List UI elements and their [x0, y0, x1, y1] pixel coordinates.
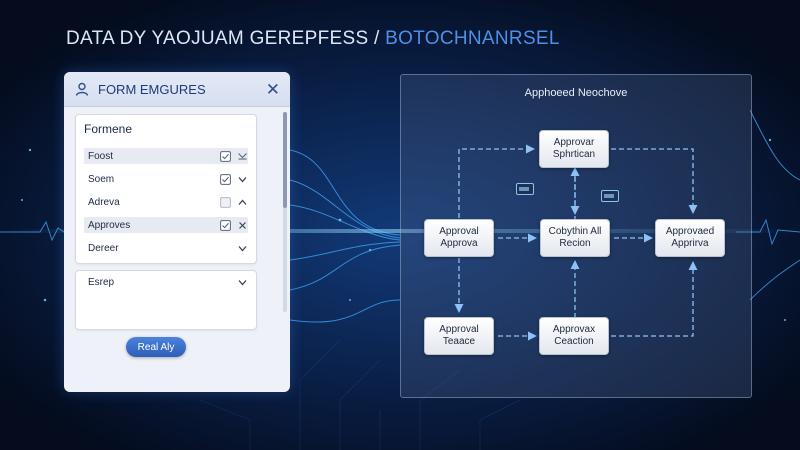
node-line1: Approval: [439, 324, 479, 335]
scrollbar-thumb[interactable]: [283, 112, 287, 208]
user-icon: [75, 82, 89, 96]
page-title: DATA DY YAOJUAM GEREPFESS / BOTOCHNANRSE…: [66, 28, 560, 50]
checkbox-icon[interactable]: [220, 196, 231, 208]
checkbox-icon[interactable]: [220, 219, 231, 231]
row-label: Foost: [88, 150, 114, 162]
chevron-down-icon[interactable]: [237, 174, 248, 185]
form-panel: FORM EMGURES ✕ Formene Foost Soem Adreva…: [64, 72, 290, 392]
chevron-down-icon[interactable]: [237, 243, 248, 254]
form-row[interactable]: Soem: [84, 171, 248, 187]
diagram-title: Apphoeed Neochove: [524, 87, 628, 99]
connector: [458, 144, 535, 218]
form-row[interactable]: Approves: [84, 217, 248, 233]
panel-header: FORM EMGURES ✕: [64, 72, 290, 107]
close-icon[interactable]: ✕: [265, 79, 280, 99]
form-row[interactable]: Dereer: [84, 240, 248, 256]
form-card: Formene Foost Soem Adreva Approves Deree…: [75, 114, 257, 264]
node-line2: Approva: [440, 238, 478, 249]
node-line2: Recion: [559, 238, 591, 249]
connector: [611, 148, 698, 214]
node-line1: Approvaed: [665, 226, 715, 237]
node-line1: Cobythin All: [548, 226, 602, 237]
chevron-up-icon[interactable]: [237, 197, 248, 208]
row-label: Dereer: [88, 242, 119, 254]
device-icon: [516, 183, 534, 195]
row-label: Adreva: [88, 196, 120, 208]
form-row[interactable]: Adreva: [84, 194, 248, 210]
checkbox-icon[interactable]: [237, 151, 248, 162]
connector: [611, 261, 698, 337]
checkbox-icon[interactable]: [220, 173, 231, 185]
node-line2: Teaace: [442, 336, 476, 347]
row-label: Approves: [88, 219, 131, 231]
title-main: DATA DY YAOJUAM GEREPFESS /: [66, 28, 380, 49]
row-label: Soem: [88, 173, 115, 185]
title-accent: BOTOCHNANRSEL: [379, 28, 560, 49]
chevron-down-icon[interactable]: [237, 277, 248, 288]
form-row[interactable]: Foost: [84, 148, 248, 164]
checkbox-icon[interactable]: [220, 150, 231, 162]
node-line1: Approvax: [552, 324, 596, 335]
dropdown-row[interactable]: Esrep: [84, 274, 248, 290]
scrollbar[interactable]: [283, 112, 287, 312]
row-label: Esrep: [88, 276, 115, 288]
close-icon[interactable]: [237, 220, 248, 231]
node-line2: Ceaction: [554, 336, 594, 347]
card-title: Formene: [84, 122, 133, 136]
node-line1: Approvar: [553, 137, 595, 148]
node-line1: Approval: [439, 226, 479, 237]
node-line2: Sphrtican: [552, 149, 596, 160]
flow-connectors: [454, 144, 698, 341]
panel-title: FORM EMGURES: [98, 81, 206, 97]
node-line2: Apprirva: [671, 238, 709, 249]
device-icon: [601, 190, 619, 202]
apply-button[interactable]: Real Aly: [126, 337, 186, 357]
dropdown-card: Esrep: [75, 270, 257, 330]
